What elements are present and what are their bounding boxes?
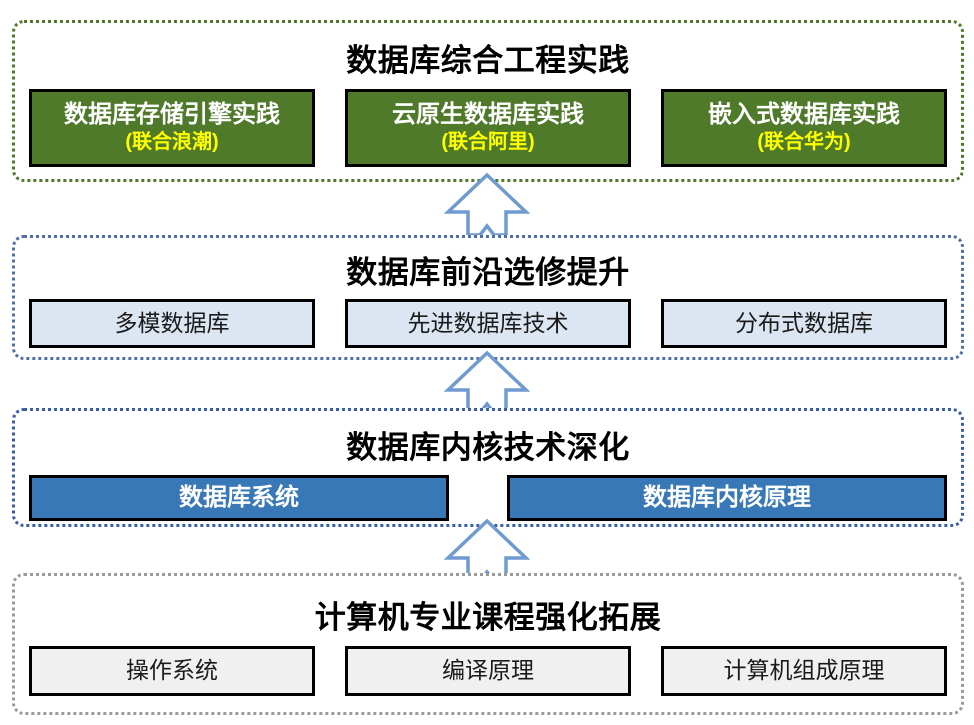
- tier-kernel-row: 数据库系统 数据库内核原理: [15, 475, 961, 521]
- course-label: 操作系统: [126, 657, 218, 684]
- course-box-multimodel-database[interactable]: 多模数据库: [29, 299, 315, 348]
- course-label: 嵌入式数据库实践: [708, 101, 900, 129]
- course-label: 计算机组成原理: [723, 657, 885, 684]
- tier-frontier-row: 多模数据库 先进数据库技术 分布式数据库: [15, 299, 961, 348]
- tier-kernel-title: 数据库内核技术深化: [346, 430, 630, 465]
- course-partner: (联合华为): [757, 131, 851, 154]
- course-label: 编译原理: [442, 657, 534, 684]
- course-label: 数据库存储引擎实践: [64, 101, 280, 129]
- tier-foundation-title: 计算机专业课程强化拓展: [314, 600, 662, 635]
- tier-practice-title: 数据库综合工程实践: [346, 43, 630, 78]
- course-box-operating-system[interactable]: 操作系统: [29, 646, 315, 696]
- course-box-computer-organization[interactable]: 计算机组成原理: [661, 646, 947, 696]
- course-box-compiler-principles[interactable]: 编译原理: [345, 646, 631, 696]
- tier-frontier-title: 数据库前沿选修提升: [346, 255, 630, 290]
- tier-kernel-container: 数据库内核技术深化 数据库系统 数据库内核原理: [12, 408, 964, 527]
- course-box-advanced-db-technology[interactable]: 先进数据库技术: [345, 299, 631, 348]
- course-partner: (联合浪潮): [125, 131, 219, 154]
- course-box-embedded-db-practice[interactable]: 嵌入式数据库实践 (联合华为): [661, 89, 947, 167]
- course-label: 分布式数据库: [735, 309, 873, 336]
- course-label: 数据库系统: [179, 483, 299, 511]
- tier-practice-row: 数据库存储引擎实践 (联合浪潮) 云原生数据库实践 (联合阿里) 嵌入式数据库实…: [15, 89, 961, 167]
- course-partner: (联合阿里): [441, 131, 535, 154]
- course-box-storage-engine-practice[interactable]: 数据库存储引擎实践 (联合浪潮): [29, 89, 315, 167]
- course-label: 多模数据库: [114, 309, 230, 336]
- course-label: 云原生数据库实践: [392, 101, 584, 129]
- tier-frontier-container: 数据库前沿选修提升 多模数据库 先进数据库技术 分布式数据库: [12, 235, 964, 360]
- tier-foundation-container: 计算机专业课程强化拓展 操作系统 编译原理 计算机组成原理: [12, 573, 964, 715]
- tier-foundation-row: 操作系统 编译原理 计算机组成原理: [15, 646, 961, 696]
- tier-practice-container: 数据库综合工程实践 数据库存储引擎实践 (联合浪潮) 云原生数据库实践 (联合阿…: [12, 20, 964, 182]
- course-label: 数据库内核原理: [643, 483, 811, 511]
- course-box-distributed-database[interactable]: 分布式数据库: [661, 299, 947, 348]
- course-box-database-kernel-principles[interactable]: 数据库内核原理: [507, 475, 947, 521]
- course-box-cloud-native-db-practice[interactable]: 云原生数据库实践 (联合阿里): [345, 89, 631, 167]
- course-box-database-system[interactable]: 数据库系统: [29, 475, 449, 521]
- course-label: 先进数据库技术: [407, 309, 569, 336]
